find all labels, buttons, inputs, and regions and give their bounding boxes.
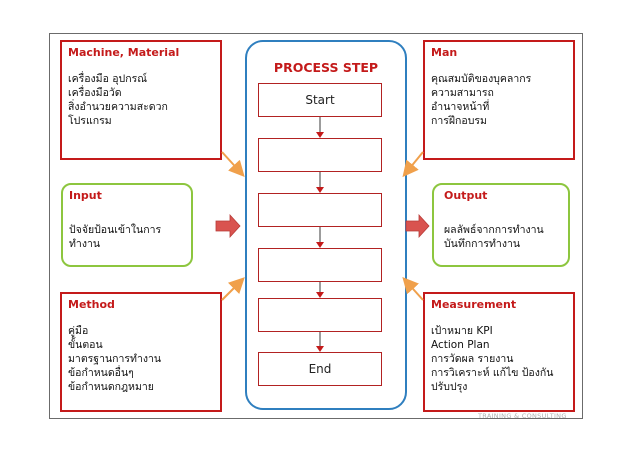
input-line: ปัจจัยป้อนเข้าในการ xyxy=(69,224,162,236)
process-step-end: End xyxy=(258,352,382,386)
measurement-box: Measurement เป้าหมาย KPI Action Plan การ… xyxy=(423,292,575,412)
method-to-process-arrow xyxy=(221,277,245,301)
man-line: คุณสมบัติของบุคลากร xyxy=(431,73,532,85)
watermark-text: TRAINING & CONSULTING xyxy=(478,412,567,420)
measurement-title: Measurement xyxy=(431,298,517,311)
connector-arrowhead xyxy=(316,242,324,248)
method-title: Method xyxy=(68,298,115,311)
method-box: Method คู่มือ ขั้นตอน มาตรฐานการทำงาน ข้… xyxy=(60,292,222,412)
man-title: Man xyxy=(431,46,458,59)
output-box: Output ผลลัพธ์จากการทำงาน บันทึกการทำงาน xyxy=(432,183,570,267)
connector-arrowhead xyxy=(316,187,324,193)
measurement-line: การวัดผล รายงาน xyxy=(431,353,514,365)
machine-material-box: Machine, Material เครื่องมือ อุปกรณ์ เคร… xyxy=(60,40,222,160)
measurement-line: การวิเคราะห์ แก้ไข ป้องกัน xyxy=(431,367,554,379)
process-step-3 xyxy=(258,193,382,227)
measurement-line: ปรับปรุง xyxy=(431,381,468,393)
machine-line: โปรแกรม xyxy=(68,115,112,127)
process-step-4 xyxy=(258,248,382,282)
man-line: ความสามารถ xyxy=(431,87,494,99)
method-line: ขั้นตอน xyxy=(68,339,103,351)
process-to-output-arrow xyxy=(405,213,430,239)
man-line: การฝึกอบรม xyxy=(431,115,487,127)
step-connector-heads xyxy=(316,132,324,352)
process-step-2 xyxy=(258,138,382,172)
connector-arrowhead xyxy=(316,132,324,138)
process-step-5 xyxy=(258,298,382,332)
process-step-start: Start xyxy=(258,83,382,117)
man-box: Man คุณสมบัติของบุคลากร ความสามารถ อำนาจ… xyxy=(423,40,575,160)
output-line: บันทึกการทำงาน xyxy=(444,238,521,250)
method-line: ข้อกำหนดกฎหมาย xyxy=(68,381,154,393)
measurement-line: Action Plan xyxy=(431,339,490,351)
machine-to-process-arrow xyxy=(221,151,245,177)
man-line: อำนาจหน้าที่ xyxy=(431,101,490,113)
input-line: ทำงาน xyxy=(69,238,101,250)
machine-line: สิ่งอำนวยความสะดวก xyxy=(68,101,168,113)
measurement-to-process-arrow xyxy=(402,277,424,301)
connector-arrowhead xyxy=(316,292,324,298)
output-line: ผลลัพธ์จากการทำงาน xyxy=(444,224,544,236)
process-step-title: PROCESS STEP xyxy=(273,60,379,75)
input-to-process-arrow xyxy=(215,213,241,239)
machine-material-title: Machine, Material xyxy=(68,46,180,59)
input-box: Input ปัจจัยป้อนเข้าในการ ทำงาน xyxy=(61,183,193,267)
machine-line: เครื่องมือ อุปกรณ์ xyxy=(68,73,147,85)
connector-arrowhead xyxy=(316,346,324,352)
measurement-line: เป้าหมาย KPI xyxy=(431,325,493,337)
output-title: Output xyxy=(444,189,488,202)
machine-line: เครื่องมือวัด xyxy=(68,87,122,99)
input-title: Input xyxy=(69,189,102,202)
method-line: ข้อกำหนดอื่นๆ xyxy=(68,367,134,379)
method-line: คู่มือ xyxy=(68,325,89,337)
man-to-process-arrow xyxy=(402,151,424,178)
method-line: มาตรฐานการทำงาน xyxy=(68,353,162,365)
